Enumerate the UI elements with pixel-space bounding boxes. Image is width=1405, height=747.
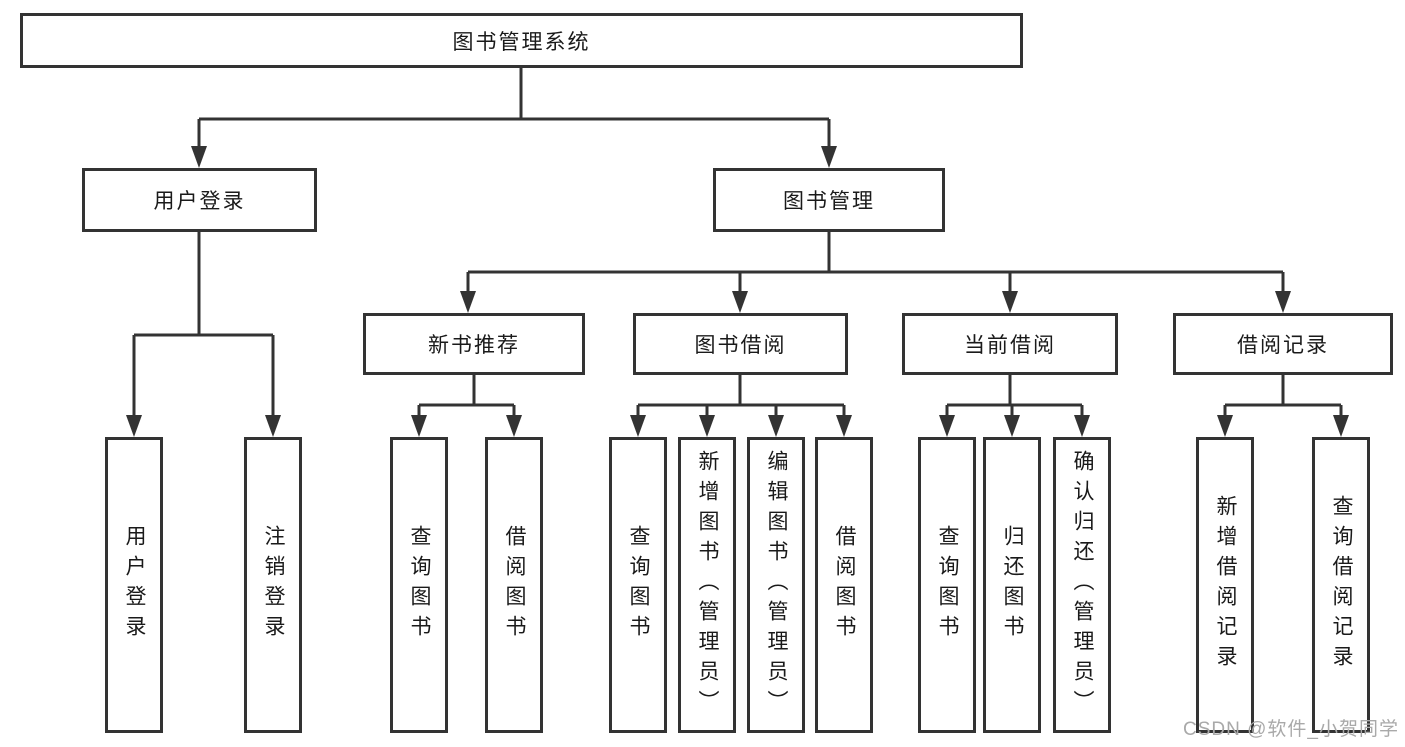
leaf-borrow-books-recommend: 借阅图书 — [485, 437, 543, 733]
leaf-label: 查询借阅记录 — [1330, 495, 1353, 675]
leaf-add-books-admin: 新增图书（管理员） — [678, 437, 736, 733]
leaf-label: 新增图书（管理员） — [696, 450, 719, 720]
node-borrowing-records: 借阅记录 — [1173, 313, 1393, 375]
leaf-label: 借阅图书 — [503, 525, 526, 645]
leaf-label: 新增借阅记录 — [1214, 495, 1237, 675]
leaf-query-books-recommend: 查询图书 — [390, 437, 448, 733]
node-book-management: 图书管理 — [713, 168, 945, 232]
node-label: 当前借阅 — [964, 334, 1056, 357]
watermark: CSDN @软件_小贺同学 — [1183, 719, 1399, 740]
node-label: 用户登录 — [153, 190, 246, 213]
leaf-user-login: 用户登录 — [105, 437, 163, 733]
leaf-confirm-return-admin: 确认归还（管理员） — [1053, 437, 1111, 733]
leaf-label: 借阅图书 — [833, 525, 856, 645]
leaf-label: 用户登录 — [123, 525, 146, 645]
leaf-label: 归还图书 — [1001, 525, 1024, 645]
leaf-label: 注销登录 — [262, 525, 285, 645]
leaf-label: 查询图书 — [936, 525, 959, 645]
node-book-borrowing: 图书借阅 — [633, 313, 848, 375]
leaf-query-books-current: 查询图书 — [918, 437, 976, 733]
leaf-query-books-borrowing: 查询图书 — [609, 437, 667, 733]
leaf-add-borrow-record: 新增借阅记录 — [1196, 437, 1254, 733]
leaf-return-books: 归还图书 — [983, 437, 1041, 733]
leaf-edit-books-admin: 编辑图书（管理员） — [747, 437, 805, 733]
leaf-label: 编辑图书（管理员） — [765, 450, 788, 720]
leaf-query-borrow-record: 查询借阅记录 — [1312, 437, 1370, 733]
leaf-borrow-books-borrowing: 借阅图书 — [815, 437, 873, 733]
node-user-login: 用户登录 — [82, 168, 317, 232]
node-label: 新书推荐 — [428, 334, 520, 357]
node-label: 图书管理 — [783, 190, 875, 213]
node-new-book-recommendation: 新书推荐 — [363, 313, 585, 375]
leaf-label: 确认归还（管理员） — [1071, 450, 1094, 720]
node-current-borrowing: 当前借阅 — [902, 313, 1118, 375]
node-label: 图书借阅 — [694, 334, 787, 357]
leaf-logout-login: 注销登录 — [244, 437, 302, 733]
leaf-label: 查询图书 — [627, 525, 650, 645]
node-label: 借阅记录 — [1237, 334, 1329, 357]
node-library-management-system: 图书管理系统 — [20, 13, 1023, 68]
leaf-label: 查询图书 — [408, 525, 431, 645]
node-label: 图书管理系统 — [452, 30, 591, 54]
